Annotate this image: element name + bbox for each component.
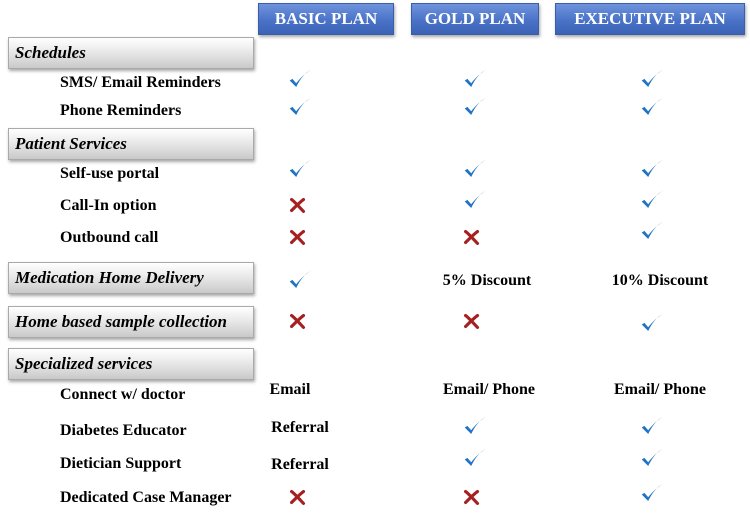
dietician-basic-value: Referral <box>271 456 329 473</box>
header-gold-plan: GOLD PLAN <box>411 3 539 35</box>
check-icon <box>639 67 665 93</box>
category-patient-services: Patient Services <box>8 128 254 160</box>
check-icon <box>639 188 665 214</box>
feature-connect-doctor: Connect w/ doctor <box>60 386 186 403</box>
feature-sms-email-reminders: SMS/ Email Reminders <box>60 74 221 91</box>
cross-icon <box>461 486 483 508</box>
header-executive-plan: EXECUTIVE PLAN <box>555 3 745 35</box>
header-basic-plan: BASIC PLAN <box>258 3 394 35</box>
check-icon <box>287 67 313 93</box>
doctor-basic-value: Email <box>269 381 311 398</box>
category-home-based-sample-collection: Home based sample collection <box>8 306 254 338</box>
feature-call-in-option: Call-In option <box>60 197 157 214</box>
cross-icon <box>461 226 483 248</box>
check-icon <box>639 219 665 245</box>
diabetes-basic-value: Referral <box>271 419 329 436</box>
cross-icon <box>287 310 309 332</box>
medication-executive-value: 10% Discount <box>611 272 709 289</box>
check-icon <box>462 95 488 121</box>
check-icon <box>639 95 665 121</box>
cross-icon <box>461 310 483 332</box>
cross-icon <box>287 226 309 248</box>
check-icon <box>287 268 313 294</box>
check-icon <box>462 414 488 440</box>
category-specialized-services: Specialized services <box>8 348 254 380</box>
doctor-gold-value: Email/ Phone <box>442 381 536 398</box>
check-icon <box>639 481 665 507</box>
check-icon <box>639 157 665 183</box>
feature-dedicated-case-manager: Dedicated Case Manager <box>60 489 232 506</box>
feature-outbound-call: Outbound call <box>60 229 159 246</box>
check-icon <box>462 67 488 93</box>
feature-diabetes-educator: Diabetes Educator <box>60 422 187 439</box>
check-icon <box>287 157 313 183</box>
check-icon <box>287 95 313 121</box>
category-medication-home-delivery: Medication Home Delivery <box>8 262 254 294</box>
cross-icon <box>287 486 309 508</box>
cross-icon <box>287 194 309 216</box>
check-icon <box>639 446 665 472</box>
check-icon <box>462 446 488 472</box>
check-icon <box>462 157 488 183</box>
feature-dietician-support: Dietician Support <box>60 455 182 472</box>
check-icon <box>639 311 665 337</box>
category-schedules: Schedules <box>8 37 254 69</box>
doctor-executive-value: Email/ Phone <box>613 381 707 398</box>
feature-self-use-portal: Self-use portal <box>60 165 160 182</box>
feature-phone-reminders: Phone Reminders <box>60 102 182 119</box>
check-icon <box>639 414 665 440</box>
medication-gold-value: 5% Discount <box>442 272 532 289</box>
check-icon <box>462 188 488 214</box>
